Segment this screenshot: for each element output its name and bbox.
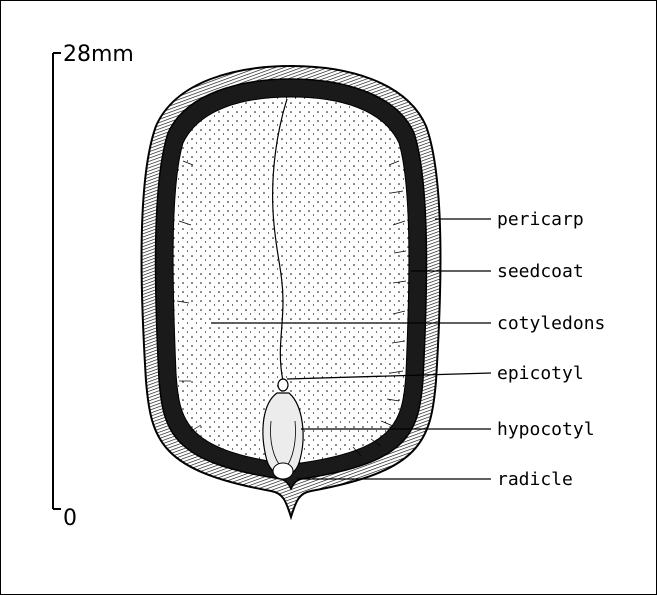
radicle-shape — [273, 463, 293, 479]
radicle-label: radicle — [497, 469, 573, 490]
scale-bottom-label: 0 — [63, 506, 77, 531]
epicotyl-shape — [278, 379, 288, 391]
pericarp-label: pericarp — [497, 209, 584, 230]
scale-top-label: 28mm — [63, 42, 134, 67]
cotyledons-label: cotyledons — [497, 313, 605, 334]
seedcoat-label: seedcoat — [497, 261, 584, 282]
hypocotyl-label: hypocotyl — [497, 419, 595, 440]
epicotyl-label: epicotyl — [497, 363, 584, 384]
scale-bar: 28mm 0 — [53, 42, 134, 531]
